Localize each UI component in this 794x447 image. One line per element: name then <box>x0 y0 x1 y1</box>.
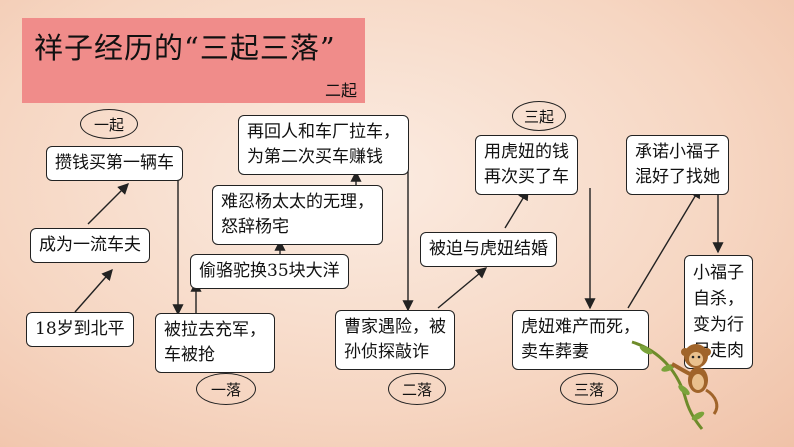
event-rent-again: 再回人和车厂拉车， 为第二次买车赚钱 <box>238 115 409 175</box>
arrow-cao-to-marriage <box>437 267 488 309</box>
event-huniu-death-line2: 卖车葬妻 <box>521 342 589 362</box>
event-promise-line2: 混好了找她 <box>635 167 720 187</box>
event-camel-trade-text: 偷骆驼换35块大洋 <box>199 261 340 281</box>
event-rent-again-line1: 再回人和车厂拉车， <box>247 122 400 142</box>
event-forced-marriage-text: 被迫与虎妞结婚 <box>429 239 548 259</box>
event-suicide-line2: 自杀， <box>693 289 744 309</box>
arrow-class-to-car <box>87 183 129 225</box>
event-drafted: 被拉去充军， 车被抢 <box>155 313 275 373</box>
event-huniu-money: 用虎妞的钱 再次买了车 <box>475 135 578 195</box>
stage-second-fall: 二落 <box>388 373 446 405</box>
event-resign-yang-line1: 难忍杨太太的无理， <box>221 192 374 212</box>
arrow-marriage-to-money <box>504 188 529 229</box>
event-huniu-money-line1: 用虎妞的钱 <box>484 142 569 162</box>
event-arrive-peking-text: 18岁到北平 <box>35 319 125 339</box>
title-banner: 祥子经历的“三起三落” 二起 <box>22 18 365 103</box>
event-rent-again-line2: 为第二次买车赚钱 <box>247 147 383 167</box>
arrow-death-to-promise <box>627 186 701 309</box>
event-forced-marriage: 被迫与虎妞结婚 <box>420 232 557 267</box>
stage-first-rise: 一起 <box>80 109 138 139</box>
event-huniu-death: 虎妞难产而死， 卖车葬妻 <box>512 310 649 370</box>
event-camel-trade: 偷骆驼换35块大洋 <box>190 254 349 289</box>
event-first-class-puller-text: 成为一流车夫 <box>39 235 141 255</box>
page-title: 祥子经历的“三起三落” <box>34 31 336 65</box>
event-drafted-line2: 车被抢 <box>164 345 215 365</box>
event-arrive-peking: 18岁到北平 <box>26 312 134 347</box>
event-buy-first-car: 攒钱买第一辆车 <box>46 146 183 181</box>
stage-third-rise: 三起 <box>512 101 566 131</box>
event-first-class-puller: 成为一流车夫 <box>30 228 150 263</box>
event-suicide-line3: 变为行 <box>693 315 744 335</box>
event-cao-danger: 曹家遇险，被 孙侦探敲诈 <box>335 310 455 370</box>
event-cao-danger-line2: 孙侦探敲诈 <box>344 342 429 362</box>
event-resign-yang: 难忍杨太太的无理， 怒辞杨宅 <box>212 185 383 245</box>
stage-first-fall: 一落 <box>196 373 256 405</box>
monkey-illustration <box>631 340 719 430</box>
event-promise-xiaofuzi: 承诺小福子 混好了找她 <box>626 135 729 195</box>
event-buy-first-car-text: 攒钱买第一辆车 <box>55 153 174 173</box>
title-subtext: 二起 <box>324 81 357 100</box>
stage-third-fall: 三落 <box>560 373 618 405</box>
event-promise-line1: 承诺小福子 <box>635 142 720 162</box>
event-huniu-death-line1: 虎妞难产而死， <box>521 317 640 337</box>
event-cao-danger-line1: 曹家遇险，被 <box>344 317 446 337</box>
arrow-peking-to-class <box>74 268 113 313</box>
event-drafted-line1: 被拉去充军， <box>164 320 266 340</box>
event-huniu-money-line2: 再次买了车 <box>484 167 569 187</box>
event-suicide-line1: 小福子 <box>693 263 744 283</box>
event-resign-yang-line2: 怒辞杨宅 <box>221 217 289 237</box>
